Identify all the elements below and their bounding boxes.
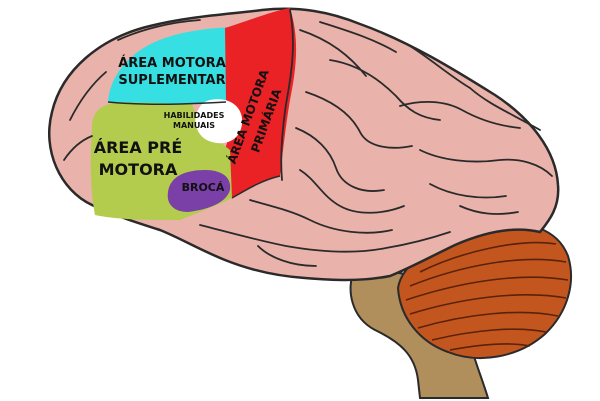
label-supplementary-motor-line1: ÁREA MOTORA <box>118 55 226 71</box>
label-manual-skills-line1: HABILIDADES <box>164 111 225 120</box>
cerebellum <box>396 222 572 359</box>
region-outlines <box>107 101 281 199</box>
label-premotor-line1: ÁREA PRÉ <box>94 138 183 157</box>
label-manual-skills-line2: MANUAIS <box>173 121 215 130</box>
region-primary-motor-area <box>222 8 297 198</box>
label-supplementary-motor-line2: SUPLEMENTAR <box>118 73 225 88</box>
label-premotor-line2: MOTORA <box>99 160 178 179</box>
region-broca-area <box>167 170 231 212</box>
region-supplementary-motor-area <box>108 27 232 105</box>
cerebellum-folia <box>405 241 569 351</box>
label-broca: BROCÁ <box>182 181 225 194</box>
cortex-sulci <box>63 9 553 267</box>
region-manual-skills <box>195 99 243 144</box>
